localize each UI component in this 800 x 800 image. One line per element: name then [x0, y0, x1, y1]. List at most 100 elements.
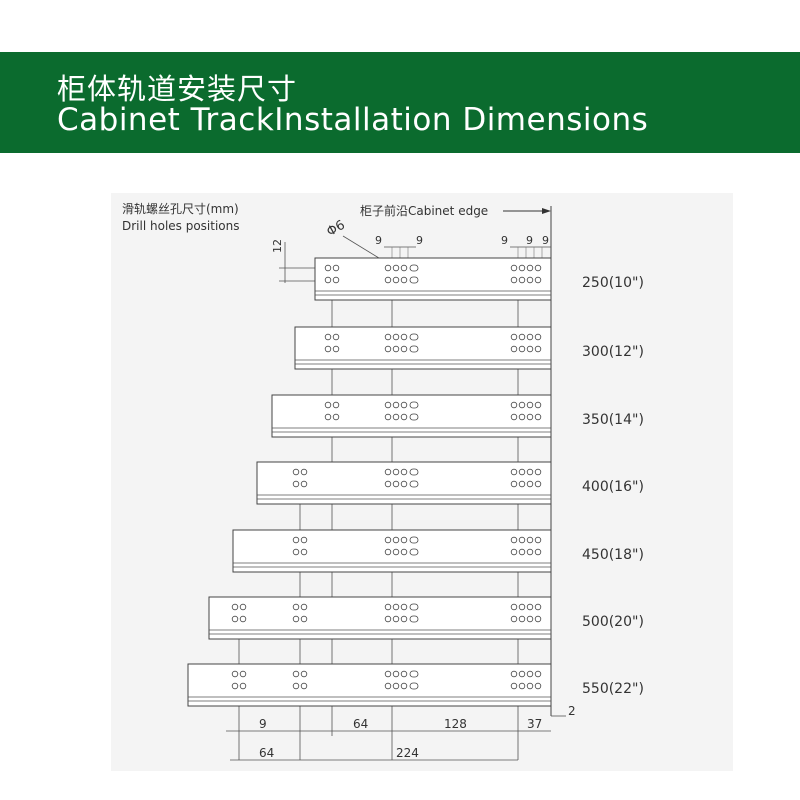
drill-hole — [518, 682, 526, 690]
drill-hole — [392, 480, 400, 488]
drill-hole — [400, 615, 408, 623]
drill-hole — [534, 682, 542, 690]
drill-hole — [534, 345, 542, 353]
drill-hole — [384, 536, 392, 544]
drill-hole — [518, 276, 526, 284]
drill-hole — [534, 276, 542, 284]
dim-bottom-64b: 64 — [259, 746, 274, 760]
drill-hole — [526, 603, 534, 611]
drill-hole — [510, 682, 518, 690]
drill-hole — [384, 413, 392, 421]
drill-hole — [239, 603, 247, 611]
rail-body — [187, 663, 552, 707]
drill-hole — [510, 468, 518, 476]
dim-bottom-224: 224 — [396, 746, 419, 760]
slot-hole — [409, 413, 419, 421]
drill-hole — [518, 264, 526, 272]
drill-hole — [400, 548, 408, 556]
drill-hole — [384, 603, 392, 611]
drill-hole — [510, 401, 518, 409]
drill-hole — [292, 670, 300, 678]
rail-body — [314, 257, 552, 301]
drill-hole — [534, 548, 542, 556]
drill-hole — [231, 603, 239, 611]
drill-hole — [239, 682, 247, 690]
rail-size-label: 300(12") — [582, 344, 644, 360]
drill-hole — [526, 480, 534, 488]
drill-hole — [526, 682, 534, 690]
drill-hole — [392, 670, 400, 678]
drill-hole — [384, 548, 392, 556]
drill-hole — [518, 548, 526, 556]
drill-hole — [292, 603, 300, 611]
drill-hole — [300, 548, 308, 556]
drill-hole — [510, 548, 518, 556]
drill-hole — [324, 401, 332, 409]
drill-hole — [292, 682, 300, 690]
drill-hole — [518, 603, 526, 611]
drill-hole — [392, 536, 400, 544]
drill-hole — [534, 603, 542, 611]
drill-hole — [300, 536, 308, 544]
drill-hole — [526, 670, 534, 678]
rail-body — [294, 326, 552, 370]
drill-hole — [400, 536, 408, 544]
drill-hole — [526, 536, 534, 544]
slot-hole — [409, 480, 419, 488]
drill-hole — [400, 603, 408, 611]
rail-4: 400(16") — [256, 461, 644, 505]
drill-hole — [510, 615, 518, 623]
rail-1: 250(10") — [314, 257, 644, 301]
drill-hole — [518, 468, 526, 476]
drill-hole — [392, 682, 400, 690]
drill-hole — [518, 536, 526, 544]
drill-hole — [534, 615, 542, 623]
drill-hole — [392, 401, 400, 409]
drill-hole — [231, 682, 239, 690]
dim-9-a1: 9 — [375, 234, 382, 247]
drill-hole — [324, 276, 332, 284]
drill-hole — [510, 345, 518, 353]
page-title-en: Cabinet TrackInstallation Dimensions — [57, 102, 649, 138]
dim-bottom-37: 37 — [527, 717, 542, 731]
rail-size-label: 350(14") — [582, 412, 644, 428]
drill-hole — [534, 413, 542, 421]
drill-hole — [534, 333, 542, 341]
drill-hole — [324, 264, 332, 272]
rail-5: 450(18") — [232, 529, 644, 573]
drill-hole — [526, 264, 534, 272]
drill-hole — [324, 413, 332, 421]
rail-size-label: 500(20") — [582, 614, 644, 630]
drill-hole — [534, 536, 542, 544]
drill-hole — [392, 264, 400, 272]
drill-hole — [518, 480, 526, 488]
slot-hole — [409, 345, 419, 353]
drill-hole — [510, 276, 518, 284]
dim-bottom-9: 9 — [259, 717, 267, 731]
drill-hole — [332, 333, 340, 341]
header-banner: 柜体轨道安装尺寸 Cabinet TrackInstallation Dimen… — [0, 52, 800, 153]
drill-hole — [400, 333, 408, 341]
drill-hole — [300, 480, 308, 488]
drill-hole — [300, 670, 308, 678]
drill-hole — [518, 413, 526, 421]
dim-9-a2: 9 — [416, 234, 423, 247]
drill-hole — [400, 480, 408, 488]
drill-hole — [332, 264, 340, 272]
slot-hole — [409, 603, 419, 611]
drill-hole — [392, 333, 400, 341]
rail-size-label: 250(10") — [582, 275, 644, 291]
drill-hole — [392, 345, 400, 353]
slot-hole — [409, 276, 419, 284]
drill-hole — [526, 468, 534, 476]
drill-hole — [292, 615, 300, 623]
drill-hole — [534, 670, 542, 678]
drill-hole — [400, 264, 408, 272]
slot-hole — [409, 615, 419, 623]
drill-hole — [534, 468, 542, 476]
rail-body — [271, 394, 552, 438]
drill-hole — [300, 615, 308, 623]
drill-hole — [231, 615, 239, 623]
drill-hole — [384, 615, 392, 623]
drill-hole — [332, 413, 340, 421]
